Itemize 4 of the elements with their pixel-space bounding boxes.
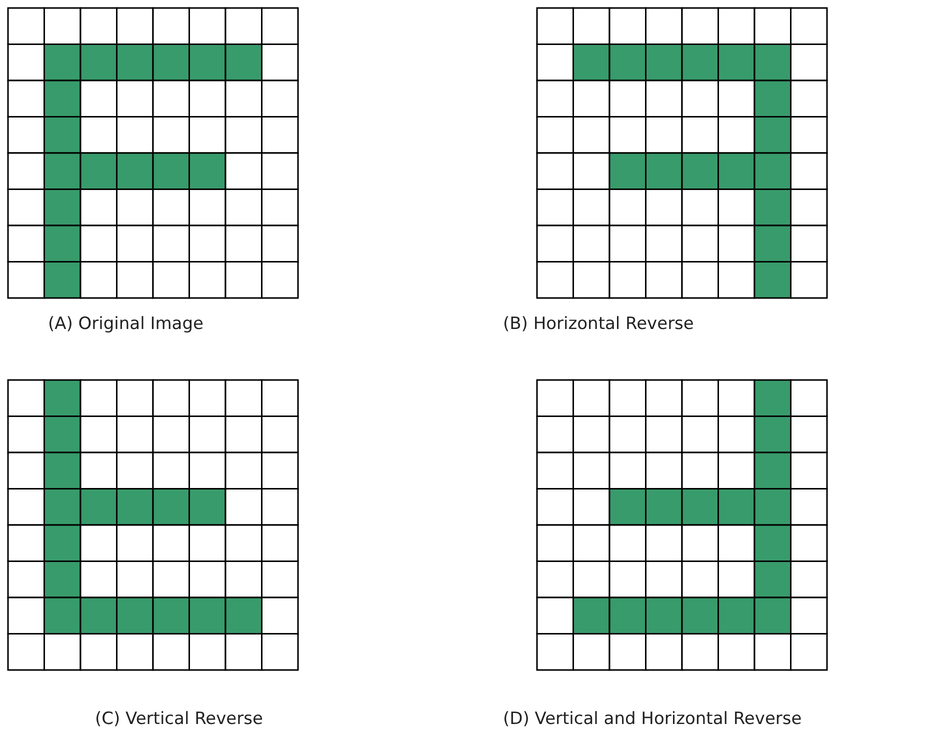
figure-caption: (C) Vertical Reverse [95, 709, 263, 729]
figure-caption: (A) Original Image [48, 314, 204, 334]
figure-caption: (D) Vertical and Horizontal Reverse [503, 709, 802, 729]
figure-caption: (B) Horizontal Reverse [503, 314, 694, 334]
